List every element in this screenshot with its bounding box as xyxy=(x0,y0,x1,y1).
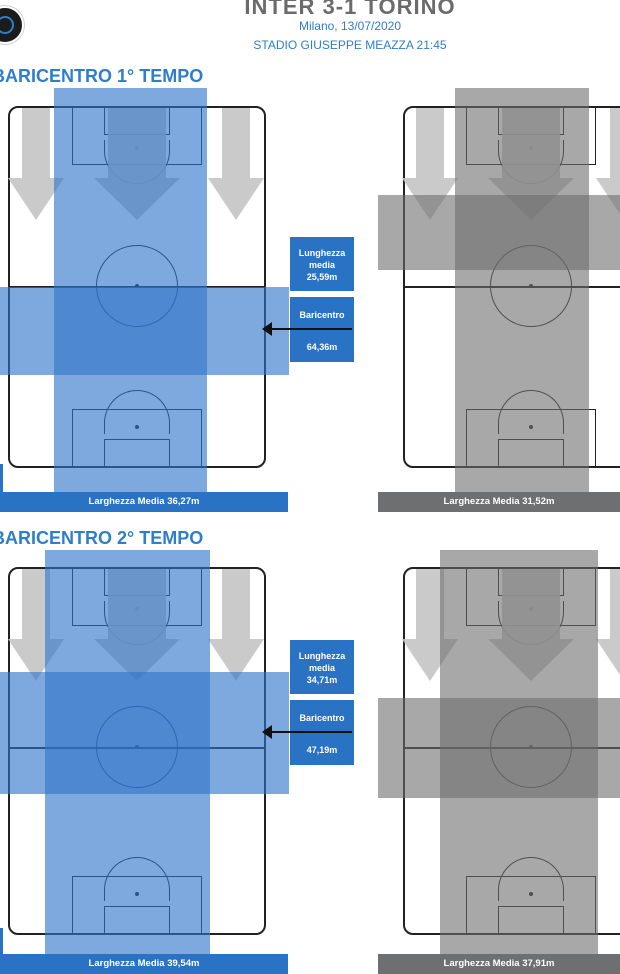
section-title-second-half: BARICENTRO 2° TEMPO xyxy=(0,528,204,548)
torino-length-band-second-half xyxy=(378,698,620,798)
lunghezza-stat-second-half: Lunghezza media 34,71m xyxy=(290,640,354,694)
arrow-left-icon xyxy=(262,322,352,336)
torino-width-label-second-half: Larghezza Media 37,91m xyxy=(378,954,620,974)
section-title-first-half: BARICENTRO 1° TEMPO xyxy=(0,66,204,86)
lunghezza-label: Lunghezza media xyxy=(298,651,346,673)
inter-length-band-first-half xyxy=(0,287,289,375)
inter-width-label-first-half: Larghezza Media 36,27m xyxy=(0,492,288,512)
baricentro-value: 64,36m xyxy=(306,342,338,352)
lunghezza-label: Lunghezza media xyxy=(298,248,346,270)
match-place-date: Milano, 13/07/2020 xyxy=(298,19,402,33)
match-title: INTER 3-1 TORINO xyxy=(244,0,456,19)
inter-length-band-second-half xyxy=(0,672,289,794)
arrow-left-icon xyxy=(262,725,352,739)
inter-edge-marker-first-half xyxy=(0,464,3,492)
inter-edge-marker-second-half xyxy=(0,928,3,954)
baricentro-label: Baricentro xyxy=(299,713,345,723)
match-venue-time: STADIO GIUSEPPE MEAZZA 21:45 xyxy=(253,38,447,52)
torino-width-label-first-half: Larghezza Media 31,52m xyxy=(378,492,620,512)
lunghezza-value: 34,71m xyxy=(306,675,338,685)
baricentro-value: 47,19m xyxy=(306,745,338,755)
lunghezza-value: 25,59m xyxy=(306,272,338,282)
torino-length-band-first-half xyxy=(378,195,620,270)
baricentro-label: Baricentro xyxy=(299,310,345,320)
torino-width-band-first-half xyxy=(455,88,589,493)
lunghezza-stat-first-half: Lunghezza media 25,59m xyxy=(290,237,354,291)
inter-width-label-second-half: Larghezza Media 39,54m xyxy=(0,954,288,974)
